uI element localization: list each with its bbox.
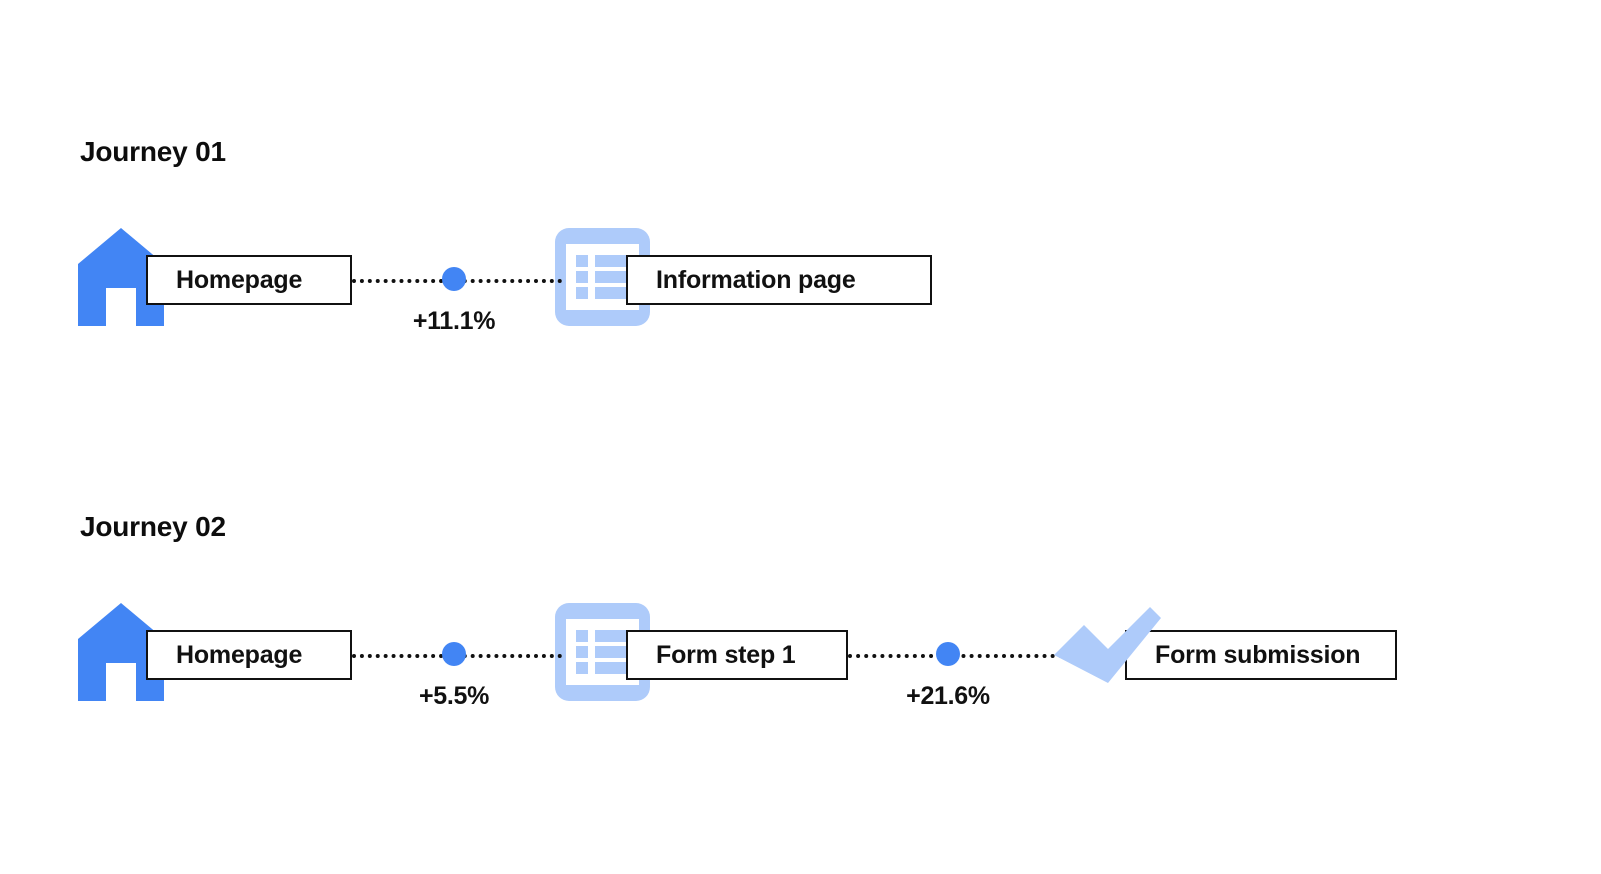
node-box-homepage[interactable]: Homepage bbox=[146, 255, 352, 305]
node-box-homepage[interactable]: Homepage bbox=[146, 630, 352, 680]
node-label: Information page bbox=[656, 265, 856, 294]
connector-percent: +5.5% bbox=[418, 682, 490, 710]
house-icon bbox=[78, 228, 164, 326]
node-box-information-page[interactable]: Information page bbox=[626, 255, 932, 305]
node-label: Form submission bbox=[1155, 640, 1361, 669]
journey-flow-01: +11.1% Homepage Informatio bbox=[0, 228, 1601, 358]
connector-dot bbox=[936, 642, 960, 666]
journey-flow-02: +5.5% +21.6% bbox=[0, 603, 1601, 733]
node-label: Homepage bbox=[176, 265, 303, 294]
connector-dot bbox=[442, 642, 466, 666]
node-label: Form step 1 bbox=[656, 640, 796, 669]
journey-title: Journey 02 bbox=[80, 511, 226, 542]
house-icon bbox=[78, 603, 164, 701]
node-box-form-step-1[interactable]: Form step 1 bbox=[626, 630, 848, 680]
connector-percent: +11.1% bbox=[412, 307, 496, 335]
node-box-form-submission[interactable]: Form submission bbox=[1125, 630, 1397, 680]
connector-dot bbox=[442, 267, 466, 291]
check-icon bbox=[1046, 597, 1161, 709]
node-label: Homepage bbox=[176, 640, 303, 669]
journey-title: Journey 01 bbox=[80, 136, 226, 167]
connector-percent: +21.6% bbox=[906, 682, 990, 710]
